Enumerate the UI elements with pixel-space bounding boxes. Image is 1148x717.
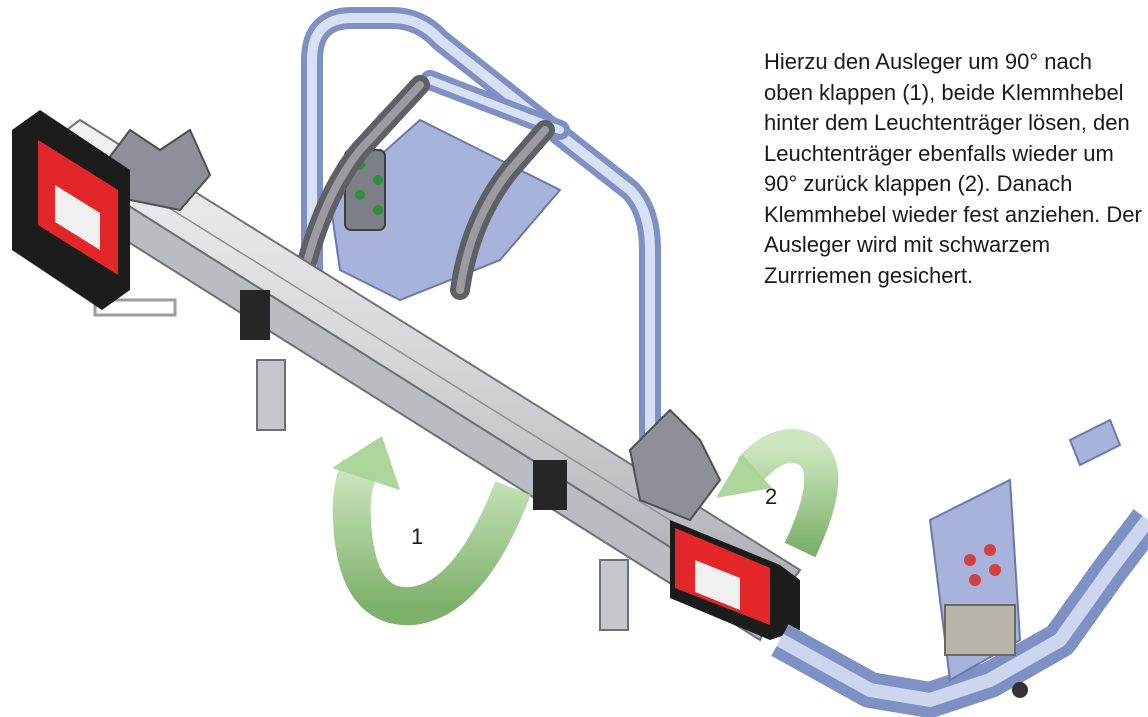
- left-tail-lamp: [12, 110, 130, 310]
- step-label-2: 2: [765, 484, 778, 509]
- rotate-back-arrow-icon: [716, 429, 839, 558]
- step-label-1: 1: [411, 524, 424, 549]
- upright-frame: [301, 7, 661, 481]
- instruction-line: Hierzu den Ausleger um 90° nach: [764, 49, 1092, 74]
- instruction-line: Leuchtenträger ebenfalls wieder um: [764, 140, 1114, 166]
- hitch-bracket: [771, 418, 1148, 717]
- instruction-line: Ausleger wird mit schwarzem: [764, 232, 1051, 257]
- instruction-line: oben klappen (1), beide Klemmhebel: [764, 79, 1124, 105]
- rotate-up-arrow-icon: [332, 436, 531, 626]
- instruction-line: Klemmhebel wieder fest anziehen. Der: [764, 201, 1142, 227]
- right-tail-lamp: [670, 520, 800, 640]
- instruction-line: 90° zurück klappen (2). Danach: [764, 171, 1073, 196]
- instruction-text: Hierzu den Ausleger um 90° nach oben kla…: [764, 47, 1148, 291]
- support-posts: [93, 298, 629, 631]
- instruction-line: Zurrriemen gesichert.: [764, 262, 974, 288]
- instruction-line: hinter dem Leuchtenträger lösen, den: [764, 110, 1130, 135]
